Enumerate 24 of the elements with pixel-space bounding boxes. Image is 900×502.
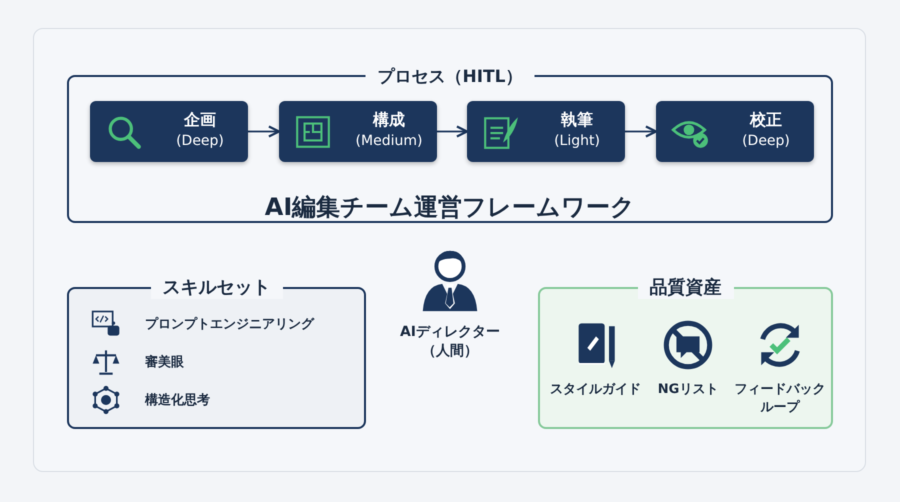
skill-label: 構造化思考 [145,392,210,409]
arrow [625,125,658,138]
process-step-box [656,101,814,162]
step-title: 校正 [748,110,783,131]
step-mode: (Deep) [175,133,225,149]
process-step-box [279,101,437,162]
step-title: 企画 [182,110,217,131]
step-mode: (Medium) [354,133,424,149]
process-step-box [467,101,625,162]
step-mode: (Light) [553,133,601,149]
asset-label: フィードバックループ [734,381,826,417]
frame-heading: プロセス（HITL） [366,65,534,88]
asset-label: スタイルガイド [549,381,642,399]
skill-label: 審美眼 [145,354,184,371]
arrow [437,125,468,138]
step-title: 執筆 [560,110,594,131]
step-title: 構成 [372,110,406,131]
skill-label: プロンプトエンジニアリング [145,316,314,333]
director-label: AIディレクター（人間） [398,323,502,361]
arrow [248,125,280,138]
process-step-box [90,101,248,162]
step-mode: (Deep) [741,133,791,149]
panel-heading: 品質資産 [638,275,734,299]
asset-label: NGリスト [656,381,720,399]
